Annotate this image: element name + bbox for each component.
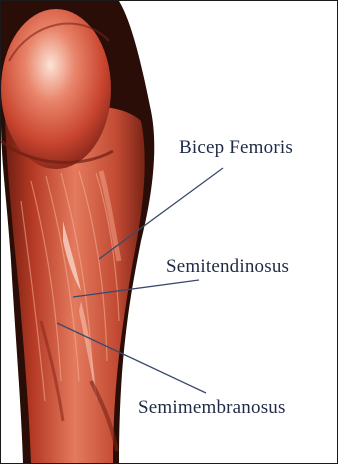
semimembranosus-label: Semimembranosus [138, 397, 286, 419]
bicep-femoris-label: Bicep Femoris [179, 137, 293, 159]
gluteus-muscle [1, 9, 111, 169]
semitendinosus-label: Semitendinosus [166, 256, 289, 278]
